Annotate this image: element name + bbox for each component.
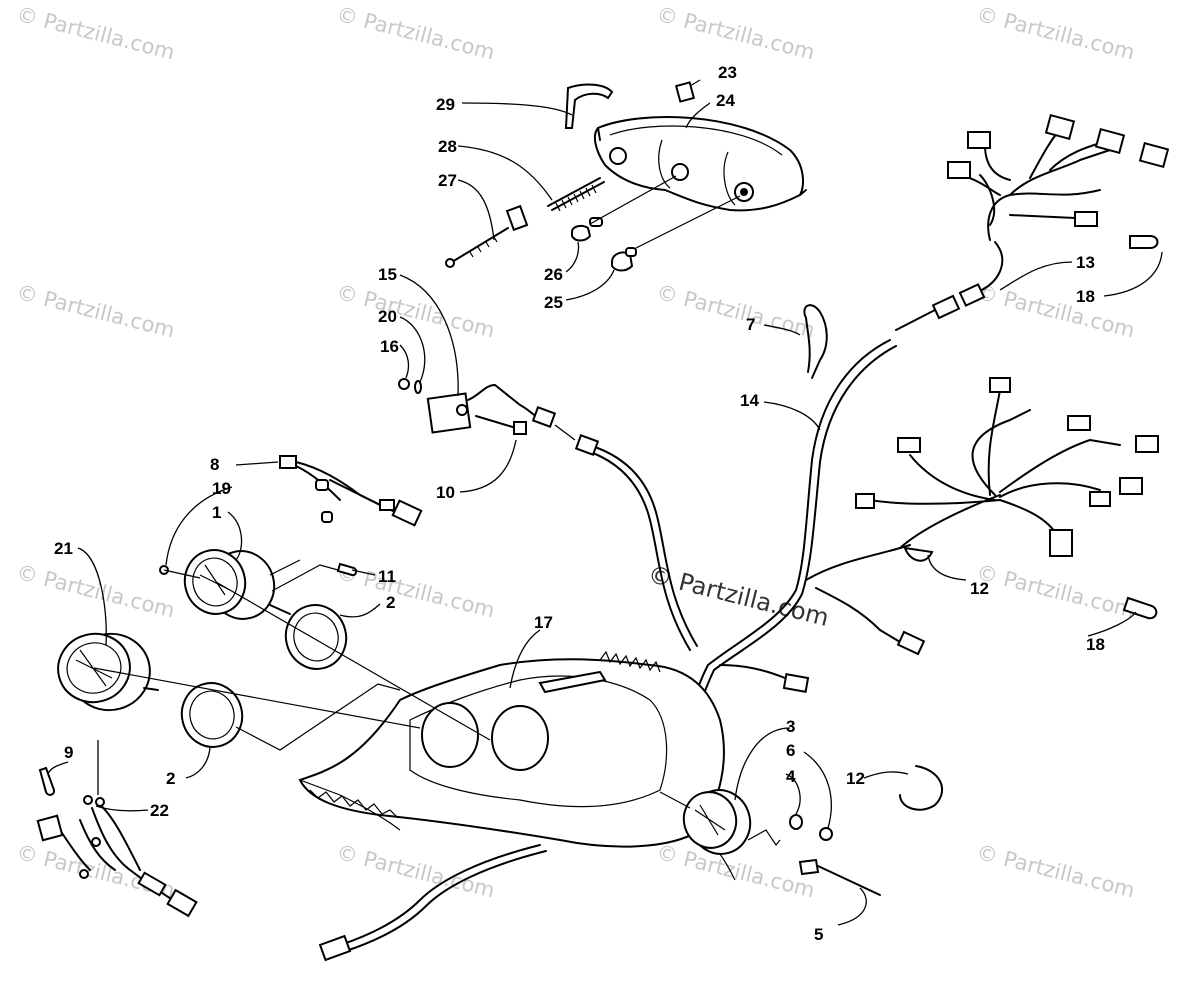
clamp-12-lower [899, 765, 944, 811]
tie-clip-7 [803, 304, 828, 379]
callout-17: 17 [534, 613, 553, 632]
callout-10: 10 [436, 483, 455, 502]
callout-16: 16 [380, 337, 399, 356]
bracket-15 [426, 384, 557, 434]
callout-22: 22 [150, 801, 169, 820]
callout-9: 9 [64, 743, 73, 762]
console-wire [318, 844, 547, 962]
connector-bundle-lower [855, 377, 1159, 562]
callout-5: 5 [814, 925, 823, 944]
harness-8 [279, 455, 423, 527]
callout-12-upper: 12 [970, 579, 989, 598]
callout-6: 6 [786, 741, 795, 760]
bezel-2-lower [180, 682, 244, 748]
connector-bundle-upper [947, 113, 1170, 241]
callout-3: 3 [786, 717, 795, 736]
clip-part-23 [674, 81, 696, 103]
wiring-harness-14 [677, 241, 1004, 749]
callout-23: 23 [718, 63, 737, 82]
callout-14: 14 [740, 391, 759, 410]
callout-13: 13 [1076, 253, 1095, 272]
callout-4: 4 [786, 767, 796, 786]
harness-22 [36, 795, 198, 918]
bezel-2-upper [284, 604, 348, 670]
callout-21: 21 [54, 539, 73, 558]
callout-29: 29 [436, 95, 455, 114]
console-lead [554, 424, 698, 651]
bulb-socket-25 [611, 247, 637, 272]
leader-lines [47, 79, 1163, 926]
trim-strip-29 [564, 83, 614, 129]
washer-4 [789, 814, 803, 830]
tachometer-1 [183, 549, 291, 620]
nut-6 [819, 827, 833, 841]
spring-28 [547, 177, 605, 212]
bulb-socket-26 [571, 217, 603, 242]
bulb-18-lower [1122, 596, 1158, 620]
callout-8: 8 [210, 455, 219, 474]
nut-16 [398, 378, 410, 390]
callout-24: 24 [716, 91, 735, 110]
bulb-9 [38, 766, 56, 796]
sender-5 [798, 858, 881, 896]
callout-20: 20 [378, 307, 397, 326]
console-17 [298, 650, 736, 881]
callout-12-lower: 12 [846, 769, 865, 788]
bulb-11 [336, 562, 358, 577]
callout-18-lower: 18 [1086, 635, 1105, 654]
callout-26: 26 [544, 265, 563, 284]
gauge-3 [659, 789, 781, 855]
assembly-lines [93, 559, 491, 751]
callout-28: 28 [438, 137, 457, 156]
callout-27: 27 [438, 171, 457, 190]
callout-15: 15 [378, 265, 397, 284]
bulb-18-upper [1129, 235, 1159, 249]
washer-20 [414, 380, 422, 394]
bolt-10 [475, 415, 527, 435]
callout-2-lower: 2 [166, 769, 175, 788]
headlight-housing [593, 116, 807, 212]
callout-25: 25 [544, 293, 563, 312]
speedometer-21 [57, 632, 159, 712]
callout-2-upper: 2 [386, 593, 395, 612]
callout-19: 19 [212, 479, 231, 498]
adjust-screw-27 [445, 204, 529, 268]
callout-18-upper: 18 [1076, 287, 1095, 306]
callout-11: 11 [378, 567, 396, 586]
callout-1: 1 [212, 503, 221, 522]
callout-7: 7 [746, 315, 755, 334]
